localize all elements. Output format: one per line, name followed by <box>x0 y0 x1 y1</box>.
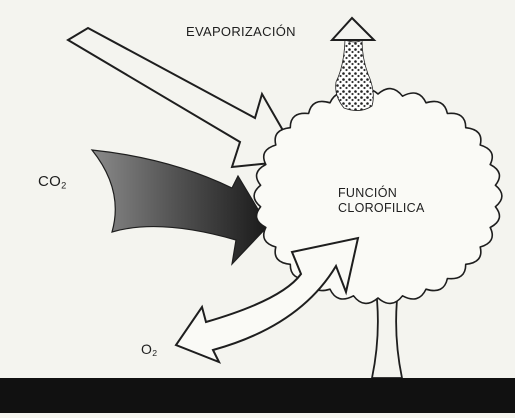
chlorophyll-function-label: FUNCIÓN CLOROFILICA <box>338 186 425 216</box>
co2-label: CO2 <box>38 173 67 190</box>
evaporation-arrowhead <box>332 18 374 40</box>
co2-text: CO <box>38 173 61 190</box>
co2-arrow <box>92 150 268 264</box>
sunlight-arrow <box>68 28 300 167</box>
o2-subscript: 2 <box>152 348 157 358</box>
chlorophyll-line-2: CLOROFILICA <box>338 201 425 216</box>
ground-bar <box>0 378 515 413</box>
evaporation-label: EVAPORIZACIÓN <box>186 24 296 39</box>
o2-label: O2 <box>141 341 157 358</box>
o2-arrow <box>176 238 358 362</box>
o2-text: O <box>141 341 152 357</box>
chlorophyll-line-1: FUNCIÓN <box>338 186 425 201</box>
evaporation-plume <box>336 40 374 111</box>
co2-subscript: 2 <box>61 180 66 190</box>
